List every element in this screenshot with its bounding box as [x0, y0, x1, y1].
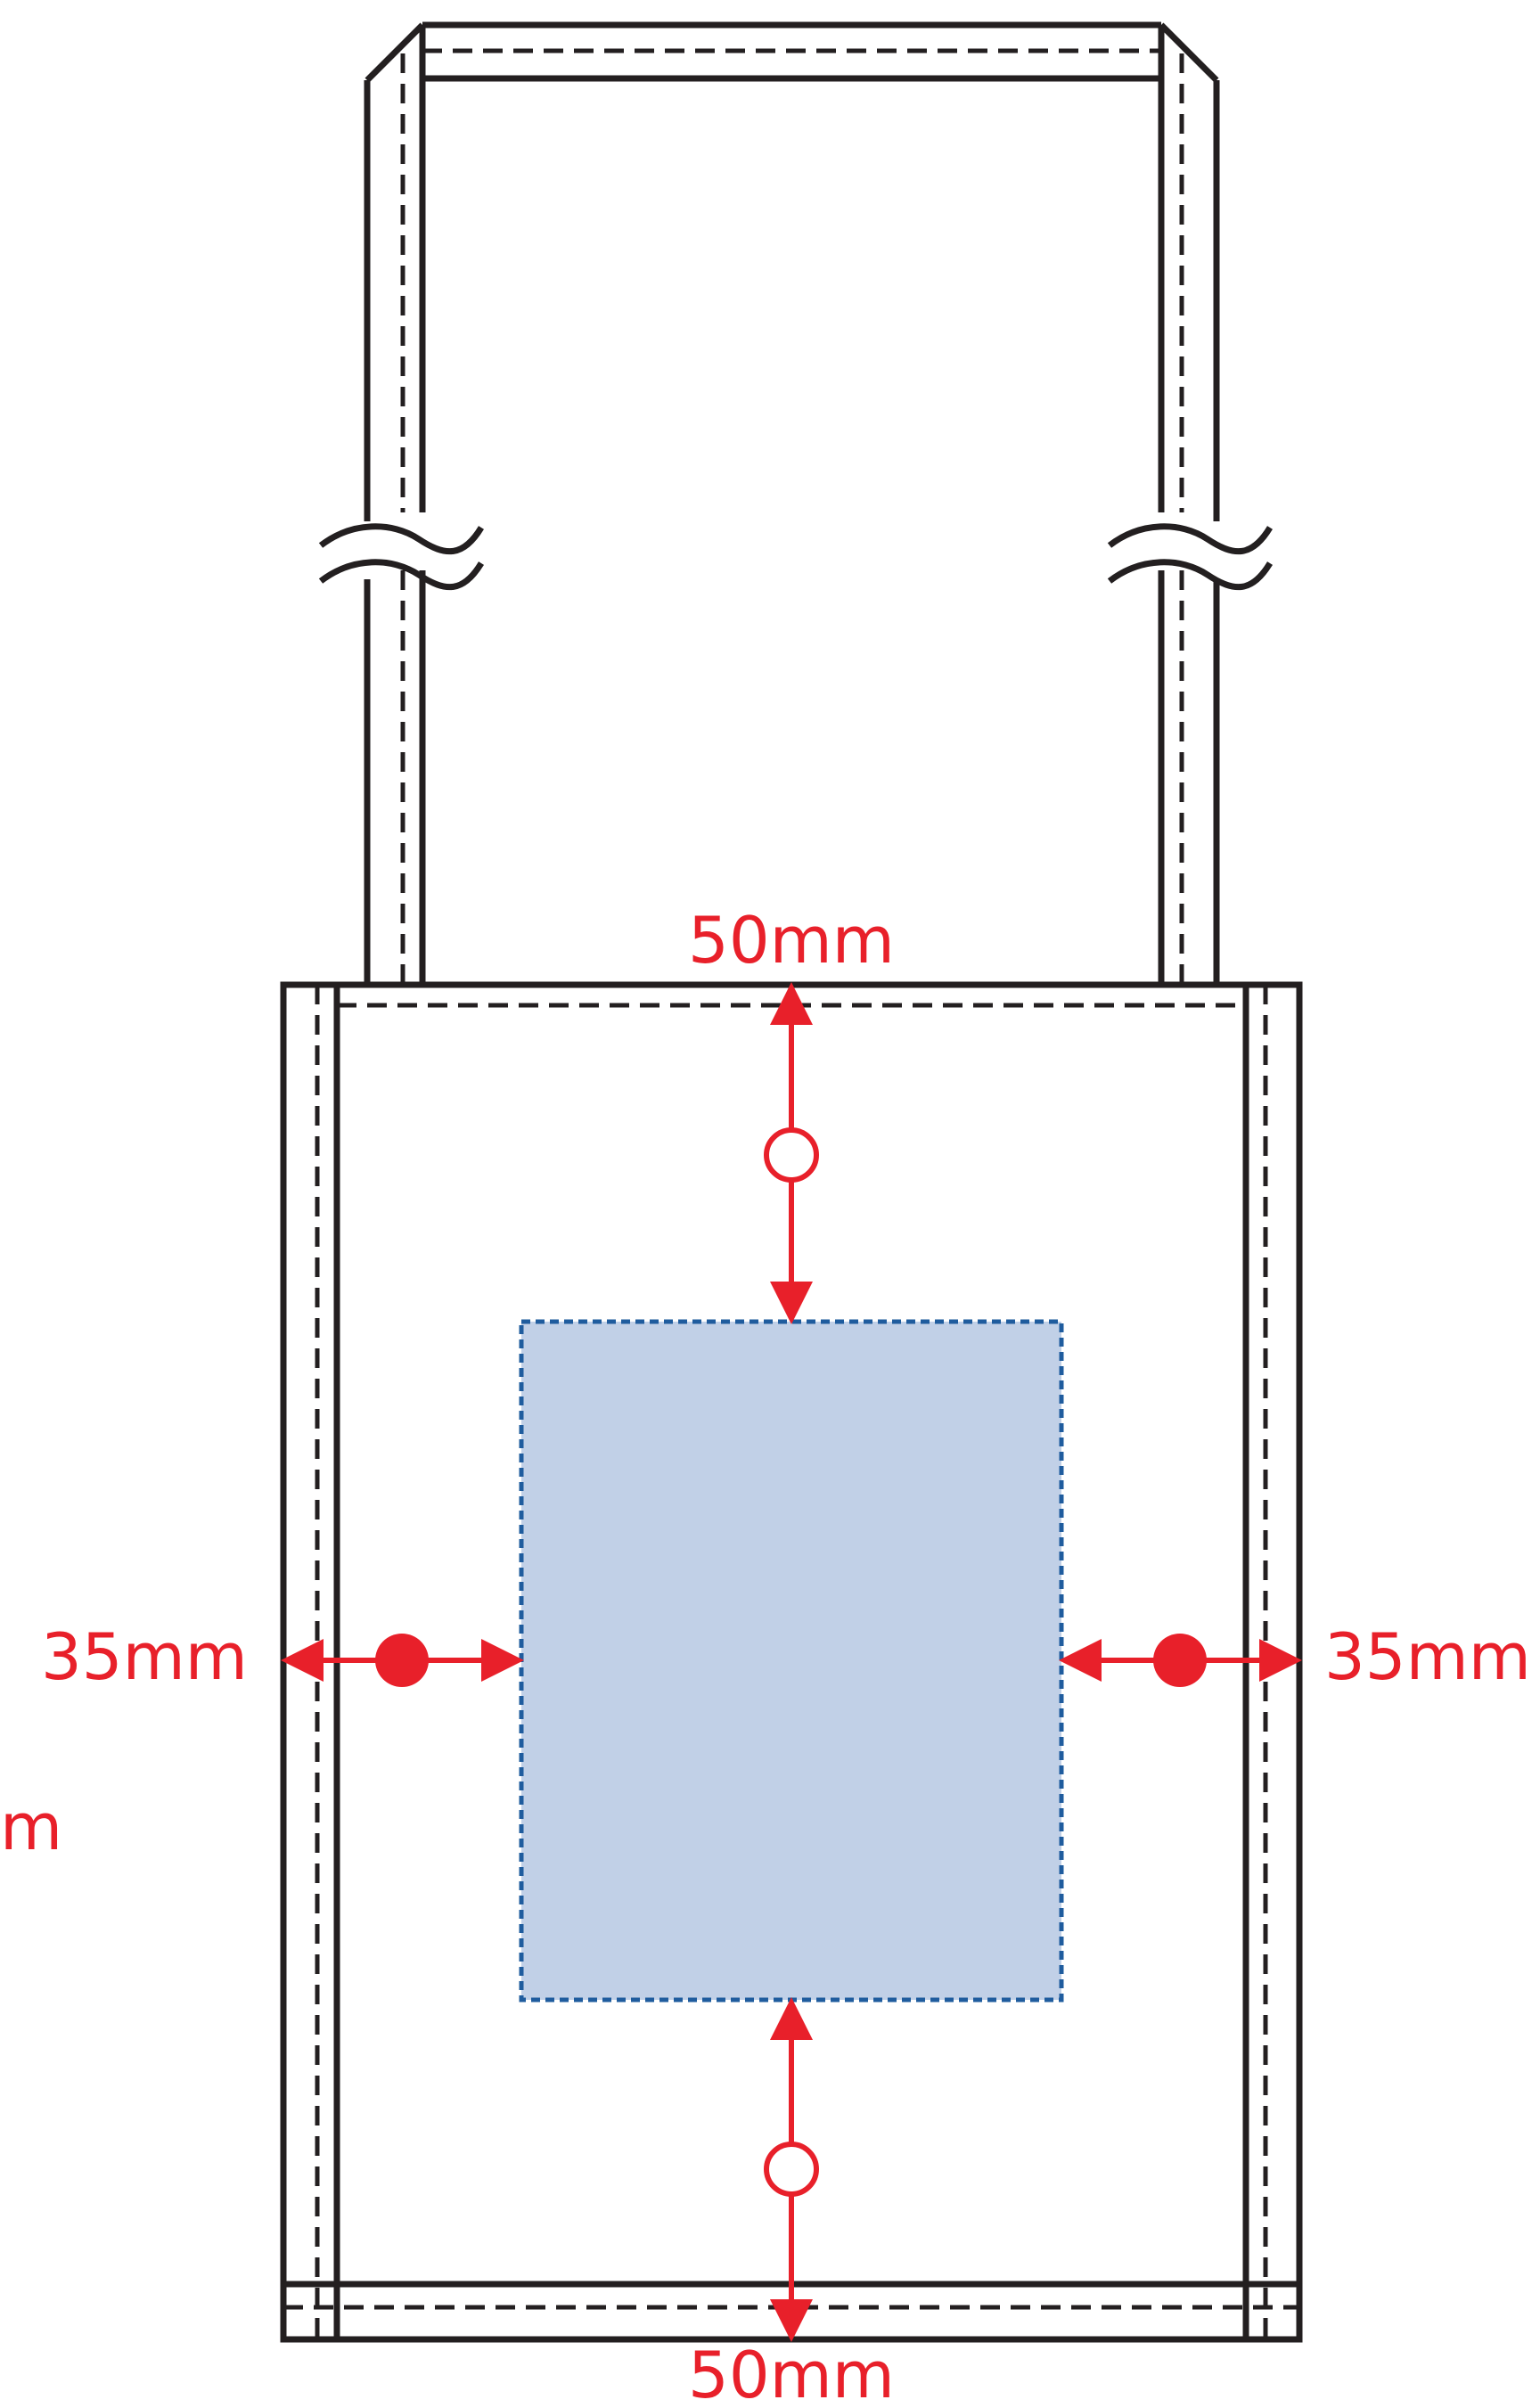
right-margin-label: 35mm [1324, 1619, 1531, 1694]
dimension-markers [375, 1127, 1207, 2197]
handle-break-symbols [318, 523, 1273, 591]
top-margin-label: 50mm [688, 903, 895, 978]
cut-off-label-fragment: m [0, 1790, 62, 1864]
handle-top-bar [422, 21, 1161, 82]
dimension-labels: 50mm 35mm 35mm 50mm m [0, 903, 1531, 2408]
bottom-margin-label: 50mm [688, 2338, 895, 2408]
left-margin-label: 35mm [41, 1619, 248, 1694]
right-filled-dot-marker [1153, 1634, 1207, 1687]
bottom-open-circle-marker [764, 2142, 819, 2197]
top-open-circle-marker [764, 1127, 819, 1183]
print-area [519, 1319, 1064, 2003]
right-handle [1158, 22, 1220, 985]
left-filled-dot-marker [375, 1634, 429, 1687]
bag-handles [318, 21, 1273, 985]
left-handle [364, 22, 426, 985]
